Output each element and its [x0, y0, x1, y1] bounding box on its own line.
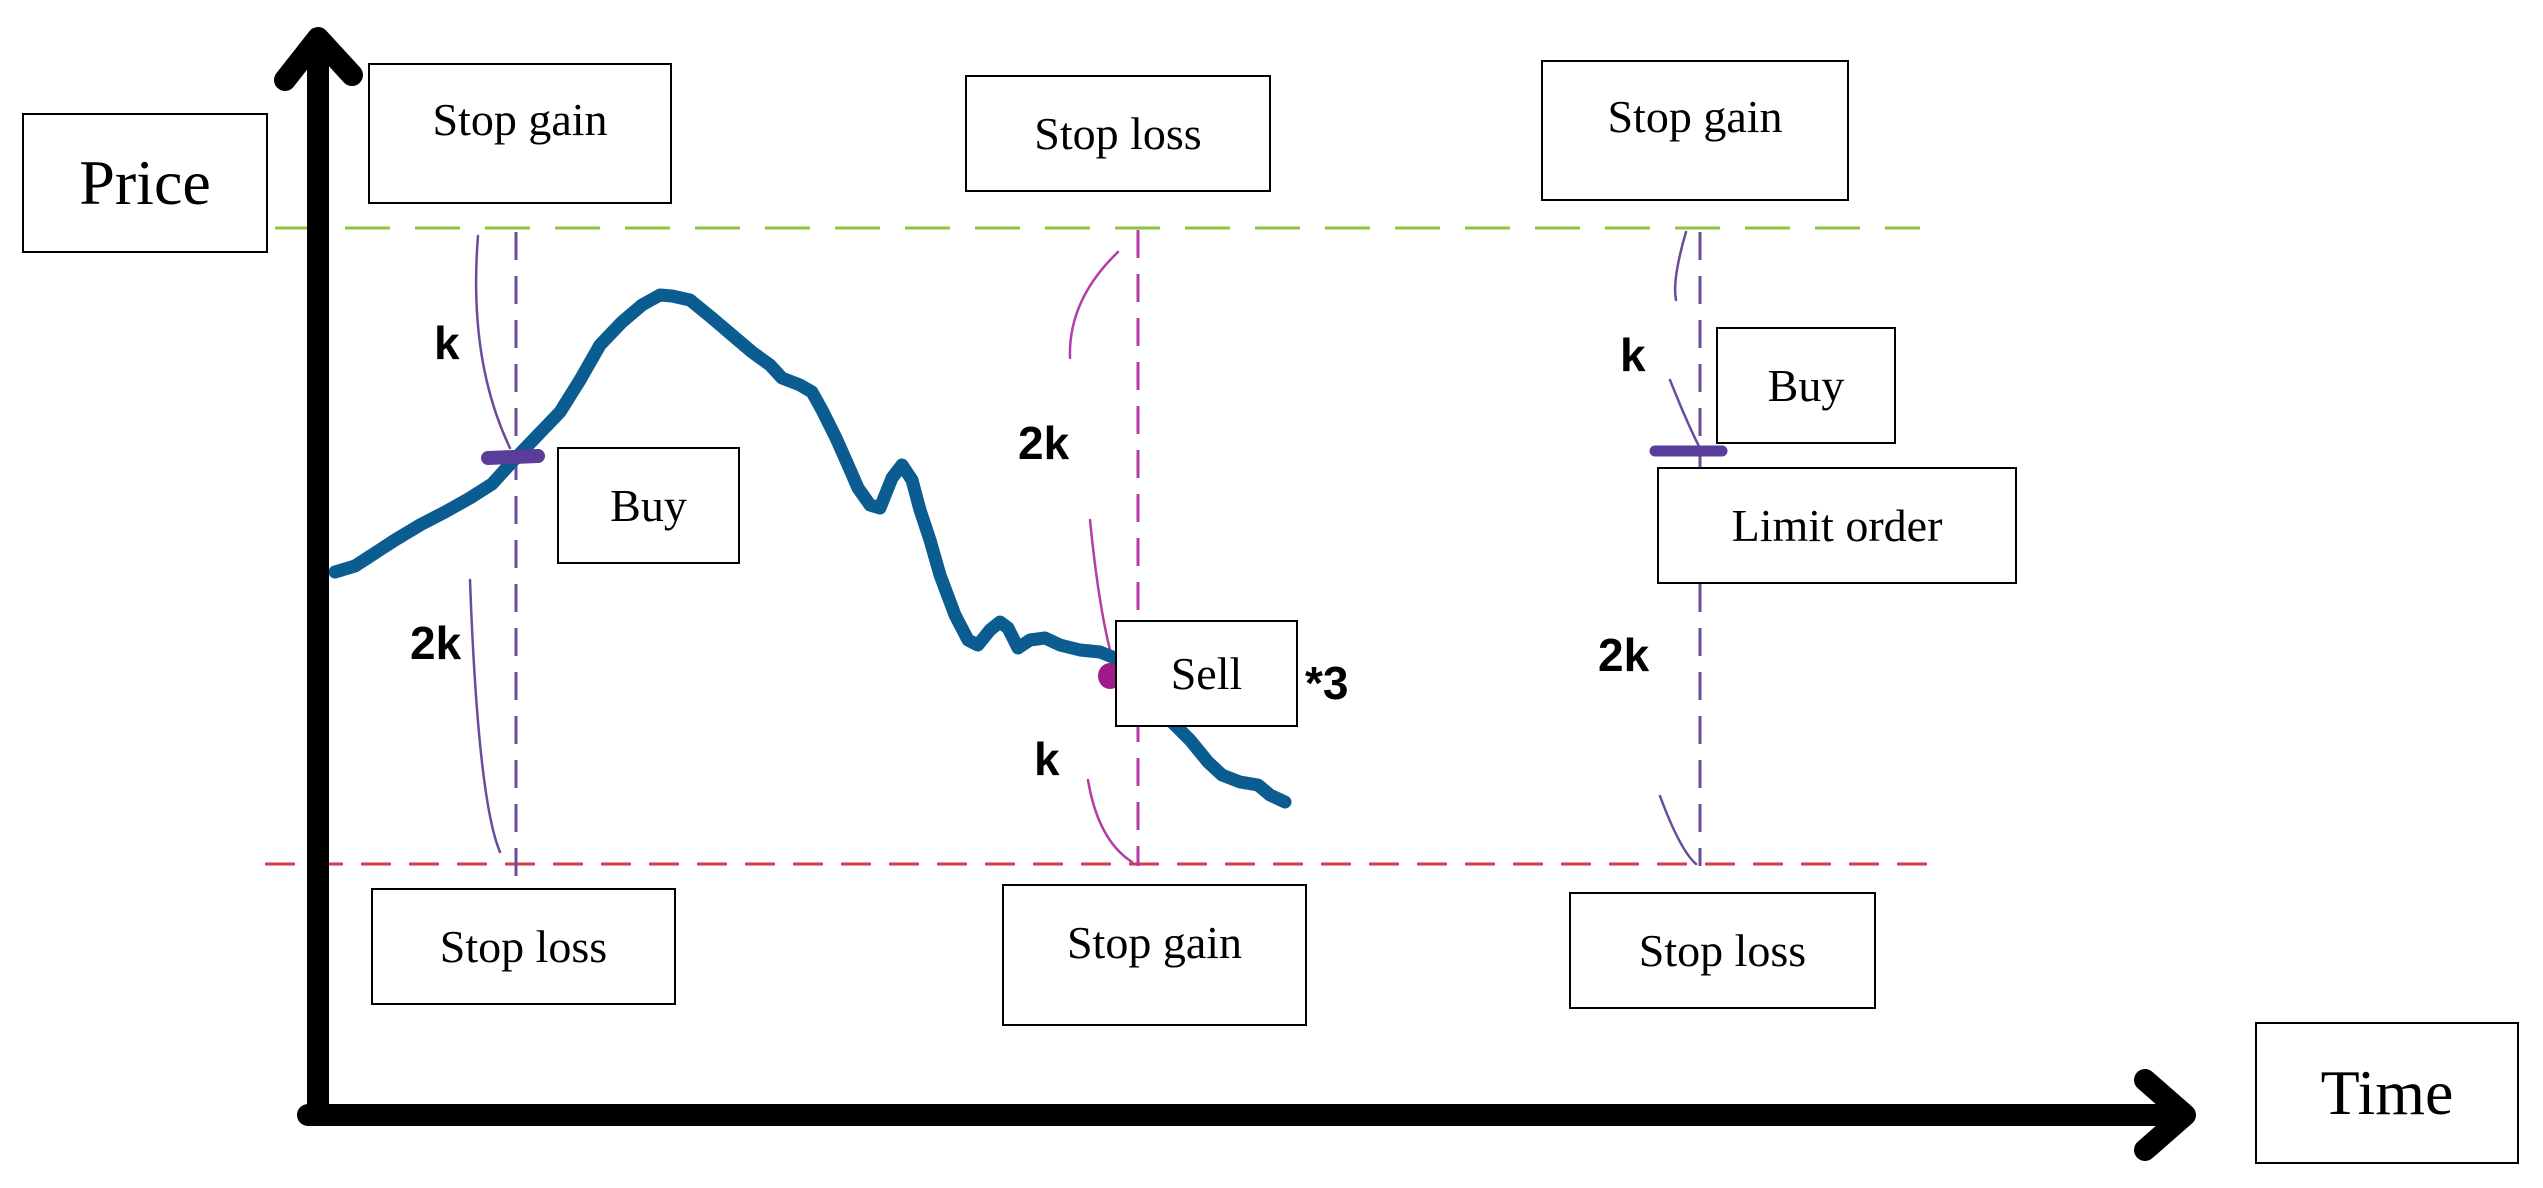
- brace-arc-lower-1: [468, 578, 502, 854]
- distance-label-k-2: k: [1034, 733, 1060, 785]
- buy-label-3: Buy: [1716, 327, 1896, 444]
- brace-arc-upper-2: [1068, 250, 1120, 360]
- distance-label-2k-1: 2k: [410, 617, 462, 669]
- distance-label-2k-3: 2k: [1598, 629, 1650, 681]
- sell-label: Sell: [1115, 620, 1298, 727]
- buy-label-1: Buy: [557, 447, 740, 564]
- x-axis-label: Time: [2255, 1022, 2519, 1164]
- stop-loss-label-3: Stop loss: [1569, 892, 1876, 1009]
- distance-label-k-3: k: [1620, 329, 1646, 381]
- stop-gain-label-1: Stop gain: [368, 63, 672, 204]
- stop-loss-label-2: Stop loss: [965, 75, 1271, 192]
- distance-label-k-1: k: [434, 317, 460, 369]
- distance-label-2k-2: 2k: [1018, 417, 1070, 469]
- brace-arc-upper-1: [474, 234, 512, 450]
- brace-arc-lower-3: [1658, 794, 1698, 866]
- brace-arc-upper-3: [1673, 230, 1688, 302]
- stop-loss-label-1: Stop loss: [371, 888, 676, 1005]
- brace-arc-mid-3: [1668, 378, 1704, 454]
- brace-arc-lower-2: [1086, 778, 1134, 864]
- x-axis-arrowhead: [2134, 1069, 2196, 1161]
- stop-gain-label-2: Stop gain: [1002, 884, 1307, 1026]
- stop-gain-label-3: Stop gain: [1541, 60, 1849, 201]
- sell-multiplier: *3: [1305, 657, 1349, 709]
- buy-entry-marker-1: [481, 449, 545, 465]
- limit-order-label: Limit order: [1657, 467, 2017, 584]
- y-axis-label: Price: [22, 113, 268, 253]
- y-axis-arrowhead: [274, 27, 363, 91]
